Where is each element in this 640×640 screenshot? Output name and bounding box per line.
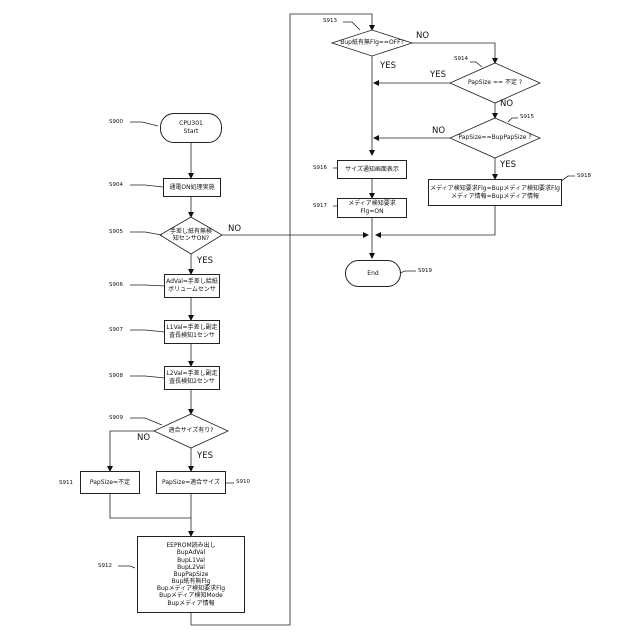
decision-s915-text: PapSize==BupPapSize ? [458,134,531,142]
process-s912-line-3: BupL1Val [177,557,205,564]
process-s910: PapSize=適合サイズ [156,471,226,494]
step-label-s917: S917 [313,203,327,209]
process-s904-text: 通電ON処理実施 [169,184,214,192]
decision-s905-line-2: 知センサON? [170,235,212,243]
decision-s913: Bup紙有無Flg==OFF? [334,38,410,48]
decision-s915-no-label: NO [432,126,445,136]
process-s917-text: メディア検知要求Flg=ON [338,200,406,216]
decision-s914-text: PapSize == 不定 ? [468,79,522,87]
process-s916: サイズ通知画面表示 [337,160,407,179]
step-label-s907: S907 [109,327,123,333]
step-label-s914: S914 [454,56,468,62]
decision-s905-no-label: NO [228,224,241,234]
step-label-s912: S912 [98,563,112,569]
process-s908: L2Val=手差し副走 査長検知2センサ [164,366,220,390]
process-s916-text: サイズ通知画面表示 [345,166,399,174]
decision-s905-line-1: 手差し紙有無検 [170,228,212,236]
process-s907-line-2: 査長検知1センサ [169,332,215,340]
process-s912-line-9: Bupメディア情報 [167,600,214,607]
process-s906-line-2: ボリュームセンサ [168,286,216,294]
decision-s915-yes-label: YES [500,160,516,170]
decision-s905-yes-label: YES [197,256,213,266]
step-label-s911: S911 [59,480,73,486]
decision-s909-yes-label: YES [197,451,213,461]
process-s907: L1Val=手差し副走 査長検知1センサ [164,320,220,344]
process-s918-line-1: メディア検知要求Flg=Bupメディア検知要求Flg [430,185,560,193]
process-s908-line-2: 査長検知2センサ [169,378,215,386]
process-s917: メディア検知要求Flg=ON [337,198,407,218]
step-label-s908: S908 [109,373,123,379]
end-terminal-text: End [367,270,378,278]
step-label-s900: S900 [109,119,123,125]
decision-s913-yes-label: YES [380,61,396,71]
decision-s913-no-label: NO [416,31,429,41]
process-s912-line-1: EEPROM読み出し [166,542,215,549]
step-label-s904: S904 [109,182,123,188]
start-line-1: CPU301 [179,120,203,128]
process-s911: PapSize=不定 [80,471,140,494]
end-terminal: End [345,260,401,287]
process-s918: メディア検知要求Flg=Bupメディア検知要求Flg メディア情報=Bupメディ… [428,179,562,206]
step-label-s918: S918 [577,173,591,179]
decision-s914-yes-label: YES [430,70,446,80]
decision-s913-text: Bup紙有無Flg==OFF? [340,39,404,47]
process-s912-line-8: Bupメディア検知Mode [159,592,223,599]
start-line-2: Start [184,128,199,136]
decision-s914: PapSize == 不定 ? [460,78,530,88]
process-s904: 通電ON処理実施 [163,178,221,197]
process-s918-line-2: メディア情報=Bupメディア情報 [451,193,539,201]
process-s906-line-1: AdVal=手差し給紙 [166,278,218,286]
decision-s905: 手差し紙有無検 知センサON? [166,225,216,245]
step-label-s913: S913 [323,18,337,24]
process-s912-line-4: BupL2Val [177,564,205,571]
process-s912-line-2: BupAdVal [177,549,206,556]
start-terminal: CPU301 Start [160,113,222,143]
decision-s914-no-label: NO [500,99,513,109]
process-s910-text: PapSize=適合サイズ [162,479,220,487]
connector-s911-merge [110,494,191,518]
step-label-s905: S905 [109,229,123,235]
step-label-s910: S910 [236,479,250,485]
process-s912: EEPROM読み出し BupAdVal BupL1Val BupL2Val Bu… [137,536,245,613]
step-label-s909: S909 [109,415,123,421]
step-label-s916: S916 [313,165,327,171]
process-s908-line-1: L2Val=手差し副走 [166,370,217,378]
process-s911-text: PapSize=不定 [90,479,130,487]
step-label-s919: S919 [418,268,432,274]
process-s907-line-1: L1Val=手差し副走 [166,324,217,332]
process-s906: AdVal=手差し給紙 ボリュームセンサ [164,274,220,298]
step-label-s915: S915 [520,114,534,120]
step-label-s906: S906 [109,282,123,288]
decision-s909: 適合サイズ有り? [160,425,222,437]
decision-s909-text: 適合サイズ有り? [168,427,213,435]
decision-s915: PapSize==BupPapSize ? [452,133,538,143]
decision-s909-no-label: NO [137,433,150,443]
